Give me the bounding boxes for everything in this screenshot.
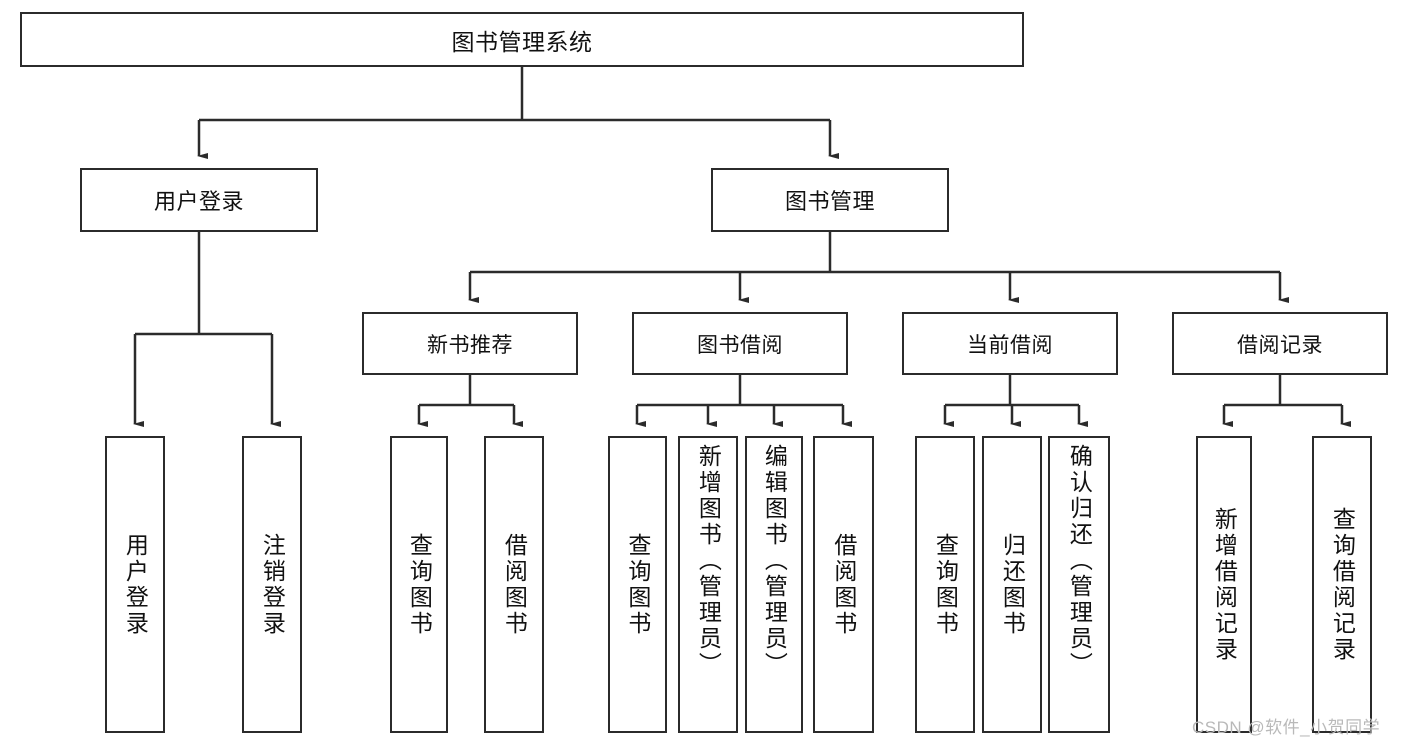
node-label: 当前借阅	[967, 333, 1053, 357]
leaf-add-book-admin[interactable]: 新增图书（管理员）	[678, 436, 738, 733]
node-current-borrow[interactable]: 当前借阅	[902, 312, 1118, 375]
leaf-borrow-book[interactable]: 借阅图书	[813, 436, 874, 733]
node-root-system[interactable]: 图书管理系统	[20, 12, 1024, 67]
leaf-query-borrow-record[interactable]: 查询借阅记录	[1312, 436, 1372, 733]
node-label: 图书借阅	[697, 333, 783, 357]
node-label: 新增借阅记录	[1211, 506, 1238, 663]
node-label: 图书管理	[784, 189, 875, 214]
leaf-query-book-borrow[interactable]: 查询图书	[608, 436, 667, 733]
leaf-query-book-newbook[interactable]: 查询图书	[390, 436, 448, 733]
node-label: 查询图书	[624, 532, 651, 637]
node-label: 借阅图书	[501, 532, 528, 637]
leaf-confirm-return-admin[interactable]: 确认归还（管理员）	[1048, 436, 1110, 733]
leaf-add-borrow-record[interactable]: 新增借阅记录	[1196, 436, 1252, 733]
leaf-borrow-book-newbook[interactable]: 借阅图书	[484, 436, 544, 733]
node-label: 用户登录	[153, 189, 244, 214]
leaf-edit-book-admin[interactable]: 编辑图书（管理员）	[745, 436, 803, 733]
leaf-logout[interactable]: 注销登录	[242, 436, 302, 733]
node-label: 注销登录	[259, 532, 286, 637]
leaf-user-login[interactable]: 用户登录	[105, 436, 165, 733]
node-user-login[interactable]: 用户登录	[80, 168, 318, 232]
node-label: 用户登录	[122, 532, 149, 637]
node-label: 新增图书（管理员）	[695, 444, 722, 678]
node-label: 查询图书	[406, 532, 433, 637]
node-label: 确认归还（管理员）	[1066, 444, 1093, 678]
node-label: 编辑图书（管理员）	[761, 444, 788, 678]
node-new-book-recommend[interactable]: 新书推荐	[362, 312, 578, 375]
node-label: 借阅图书	[830, 532, 857, 637]
node-book-management[interactable]: 图书管理	[711, 168, 949, 232]
node-label: 借阅记录	[1237, 333, 1323, 357]
leaf-return-book[interactable]: 归还图书	[982, 436, 1042, 733]
node-label: 归还图书	[999, 532, 1026, 637]
node-borrow-record[interactable]: 借阅记录	[1172, 312, 1388, 375]
node-label: 查询借阅记录	[1329, 506, 1356, 663]
node-label: 查询图书	[932, 532, 959, 637]
node-label: 新书推荐	[427, 333, 513, 357]
node-label: 图书管理系统	[451, 28, 593, 55]
node-book-borrow[interactable]: 图书借阅	[632, 312, 848, 375]
watermark: CSDN @软件_小贺同学	[1192, 718, 1381, 737]
leaf-query-book-current[interactable]: 查询图书	[915, 436, 975, 733]
